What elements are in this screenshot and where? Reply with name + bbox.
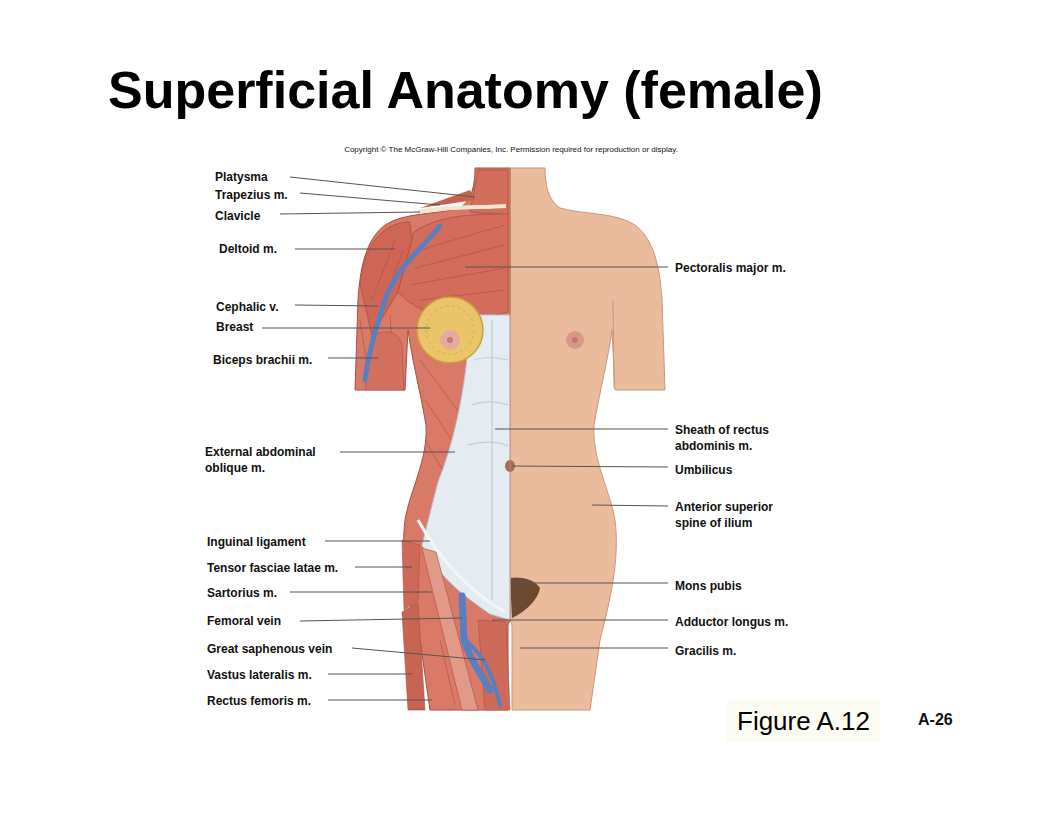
structure-label: Vastus lateralis m.: [207, 667, 312, 683]
structure-label: Femoral vein: [207, 613, 281, 629]
leader-line: [290, 177, 475, 197]
page-number: A-26: [918, 710, 953, 730]
structure-label: Trapezius m.: [215, 187, 288, 203]
pubic-hair: [510, 577, 540, 618]
structure-label: Clavicle: [215, 208, 260, 224]
leader-line: [328, 700, 432, 701]
illustration-part: [474, 358, 508, 360]
vastus-lateralis: [402, 602, 425, 710]
great-saphenous-vein: [466, 640, 500, 705]
sartorius: [422, 548, 478, 710]
tendinous-lines: [468, 320, 508, 600]
structure-label: Umbilicus: [675, 462, 732, 478]
arm-crease: [613, 300, 614, 388]
structure-label: Inguinal ligament: [207, 534, 306, 550]
leader-line: [592, 505, 668, 506]
illustration-part: [415, 245, 505, 268]
leader-line: [492, 620, 668, 621]
figure-number: Figure A.12: [737, 706, 870, 736]
illustration-part: [420, 360, 465, 420]
breast-areola: [440, 330, 460, 350]
figure-tag: Figure A.12: [727, 700, 880, 742]
copyright-note: Copyright © The McGraw-Hill Companies, I…: [344, 145, 678, 155]
structure-label: Great saphenous vein: [207, 641, 332, 657]
leader-line: [300, 193, 440, 205]
structure-label: Cephalic v.: [216, 299, 278, 315]
structure-label: Biceps brachii m.: [213, 352, 312, 368]
breast-nipple: [447, 337, 453, 343]
illustration-part: [420, 290, 505, 300]
breast: [417, 297, 483, 363]
leader-line: [295, 305, 378, 306]
clavicle: [418, 206, 506, 212]
leader-line: [495, 429, 668, 430]
structure-label: Sheath of rectus abdominis m.: [675, 422, 793, 454]
leader-line: [280, 212, 420, 214]
leader-line: [512, 466, 668, 467]
leader-line: [262, 328, 430, 329]
midline: [510, 168, 511, 620]
structure-label: Deltoid m.: [219, 241, 277, 257]
leader-line: [300, 618, 462, 621]
nipple: [572, 337, 578, 343]
leader-line: [518, 583, 668, 584]
page-title: Superficial Anatomy (female): [108, 60, 823, 120]
structure-label: Breast: [216, 319, 253, 335]
structure-label: Gracilis m.: [675, 643, 736, 659]
structure-label: Anterior superior spine of ilium: [675, 499, 793, 531]
leader-line: [465, 267, 668, 268]
leader-line: [328, 674, 412, 675]
structure-label: Pectoralis major m.: [675, 260, 786, 276]
areola: [566, 331, 584, 349]
structure-label: Tensor fasciae latae m.: [207, 560, 338, 576]
illustration-part: [472, 402, 508, 405]
tensor-fasciae-latae: [402, 540, 420, 610]
structure-label: Adductor longus m.: [675, 614, 788, 630]
skin-body: [510, 168, 665, 710]
breast-lobules: [426, 306, 474, 354]
leader-lines: [262, 177, 668, 700]
illustration-part: [410, 268, 505, 285]
leader-line: [520, 648, 668, 649]
leader-line: [328, 358, 378, 359]
illustration-part: [491, 320, 492, 600]
leader-line: [295, 249, 395, 250]
trapezius: [420, 190, 475, 208]
leader-line: [355, 567, 412, 568]
leader-line: [340, 452, 455, 453]
structure-label: Sartorius m.: [207, 585, 277, 601]
adductor-region: [478, 620, 510, 710]
leader-line: [290, 592, 432, 593]
illustration-part: [468, 442, 508, 446]
structure-label: Platysma: [215, 169, 268, 185]
structure-label: External abdominal oblique m.: [205, 444, 335, 476]
structure-label: Rectus femoris m.: [207, 693, 311, 709]
leader-line: [352, 648, 485, 660]
structure-label: Mons pubis: [675, 578, 742, 594]
leader-line: [325, 541, 430, 542]
